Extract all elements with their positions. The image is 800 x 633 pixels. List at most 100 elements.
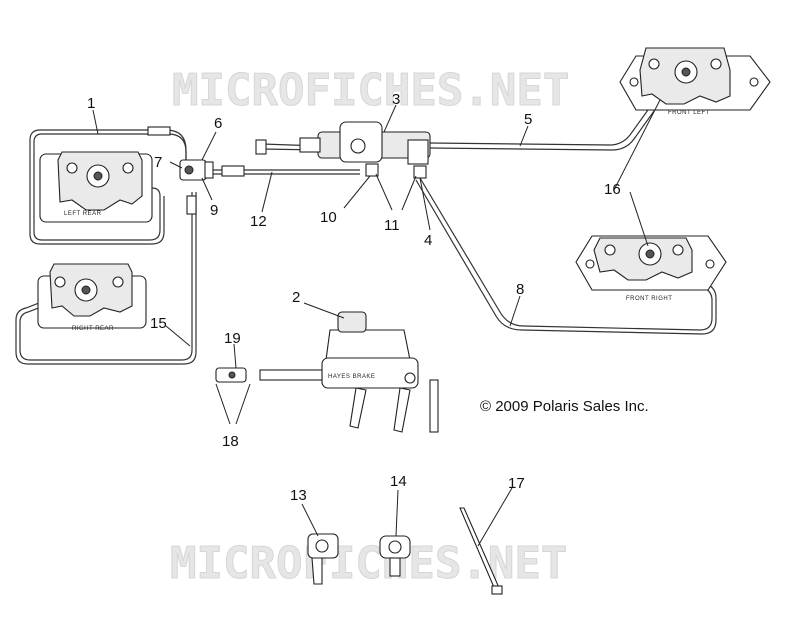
leader-13: [301, 503, 319, 537]
callout-12: 12: [250, 213, 267, 230]
brake-line-8-b: [415, 179, 717, 335]
line-15-fitting: [186, 195, 197, 215]
leader-3: [383, 104, 397, 133]
clip-13[interactable]: [307, 533, 339, 585]
caliper-left-rear[interactable]: LEFT REAR: [39, 151, 153, 223]
cable-tie-17-head: [491, 585, 503, 595]
brake-switch-connector: [255, 139, 267, 155]
junction-block[interactable]: [179, 159, 214, 181]
caliper-front-left-hole-a: [629, 77, 639, 87]
callouts: 1 2 3 4 5 6 7 8 9 10 11 12 13 14 15 16 1…: [87, 91, 621, 504]
caliper-front-right[interactable]: FRONT RIGHT: [575, 235, 727, 302]
brake-line-5-b: [429, 85, 673, 151]
brake-line-15: [19, 192, 193, 361]
leader-lines: [92, 99, 661, 547]
caliper-front-right-hole-b: [705, 259, 715, 269]
caliper-front-right-bleeder: [645, 249, 655, 259]
junction-block-port: [184, 165, 194, 175]
fitting-middle: [393, 387, 411, 433]
junction-block-fitting: [204, 161, 214, 179]
brake-line-1: [33, 133, 187, 241]
callout-16: 16: [604, 181, 621, 198]
brake-lines: [15, 81, 717, 365]
brake-line-15-outer: [15, 192, 197, 365]
fitting-right-tube: [429, 379, 439, 433]
callout-13: 13: [290, 487, 307, 504]
callout-18: 18: [222, 433, 239, 450]
leader-10: [343, 175, 371, 209]
caliper-front-left-bleeder: [681, 67, 691, 77]
copyright-notice: © 2009 Polaris Sales Inc.: [480, 398, 649, 415]
leader-15: [165, 325, 191, 347]
caliper-right-rear[interactable]: RIGHT REAR: [37, 263, 147, 332]
caliper-right-rear-bolt-a: [54, 276, 66, 288]
clip-14-hole: [388, 540, 402, 554]
caliper-front-left-hole-b: [749, 77, 759, 87]
clip-14[interactable]: [379, 535, 411, 577]
master-cylinder-installed-cap: [350, 138, 366, 154]
leader-16a: [613, 99, 661, 191]
callout-7: 7: [154, 154, 162, 171]
caliper-front-left-bolt-a: [648, 58, 660, 70]
master-cylinder-label: HAYES BRAKE: [328, 374, 375, 380]
caliper-left-rear-bolt-a: [66, 162, 78, 174]
leader-11a: [375, 173, 393, 211]
leader-17: [477, 487, 513, 547]
callout-17: 17: [508, 475, 525, 492]
leader-5: [519, 125, 529, 147]
clip-14-stem: [389, 557, 401, 577]
caliper-right-rear-label: RIGHT REAR: [72, 326, 114, 332]
master-cylinder-body: [321, 357, 419, 389]
fitting-right-nut: [404, 372, 416, 384]
master-cylinder-installed-outlet: [407, 139, 429, 165]
clip-13-hole: [315, 539, 329, 553]
clevis-pin: [228, 371, 236, 379]
brake-line-1-outer: [29, 129, 187, 245]
caliper-left-rear-bolt-b: [122, 162, 134, 174]
leader-18b: [235, 383, 251, 425]
leader-12: [261, 171, 273, 213]
leader-16b: [629, 191, 649, 247]
caliper-front-right-bolt-b: [672, 244, 684, 256]
leader-1: [92, 109, 99, 135]
master-cylinder-pushrod: [259, 369, 323, 381]
caliper-front-right-label: FRONT RIGHT: [626, 296, 672, 302]
callout-19: 19: [224, 330, 241, 347]
line-12-fitting: [221, 165, 245, 177]
master-cylinder-cap: [337, 311, 367, 333]
callout-8: 8: [516, 281, 524, 298]
caliper-front-left[interactable]: FRONT LEFT: [619, 47, 771, 116]
caliper-right-rear-bleeder: [81, 285, 91, 295]
caliper-left-rear-bleeder: [93, 171, 103, 181]
callout-4: 4: [424, 232, 432, 249]
leader-8: [509, 295, 521, 327]
callout-5: 5: [524, 111, 532, 128]
leader-11b: [401, 175, 417, 211]
caliper-front-left-bolt-b: [710, 58, 722, 70]
master-cylinder-assembly[interactable]: HAYES BRAKE: [215, 311, 439, 433]
cable-tie-17[interactable]: [459, 507, 503, 595]
watermark-bottom: MICROFICHES.NET: [170, 538, 567, 589]
brake-line-5: [429, 81, 669, 146]
master-cylinder-installed-pushrod: [299, 137, 321, 153]
callout-1: 1: [87, 95, 95, 112]
fitting-left: [349, 387, 367, 429]
leader-2: [303, 302, 345, 319]
leader-4: [419, 177, 431, 231]
leader-18a: [215, 383, 231, 425]
leader-14: [395, 489, 399, 537]
caliper-front-left-label: FRONT LEFT: [668, 110, 710, 116]
leader-6: [201, 131, 217, 161]
leader-19: [233, 343, 237, 369]
caliper-right-rear-bolt-b: [112, 276, 124, 288]
clip-13-tab: [311, 557, 323, 585]
banjo-fitting-10: [365, 163, 379, 177]
callout-14: 14: [390, 473, 407, 490]
master-cylinder-installed[interactable]: [255, 121, 431, 179]
line-1-fitting: [147, 126, 171, 136]
callout-11: 11: [384, 217, 400, 234]
caliper-left-rear-label: LEFT REAR: [64, 211, 102, 217]
master-cylinder-reservoir: [325, 329, 411, 361]
callout-3: 3: [392, 91, 400, 108]
watermark-top: MICROFICHES.NET: [172, 65, 569, 116]
